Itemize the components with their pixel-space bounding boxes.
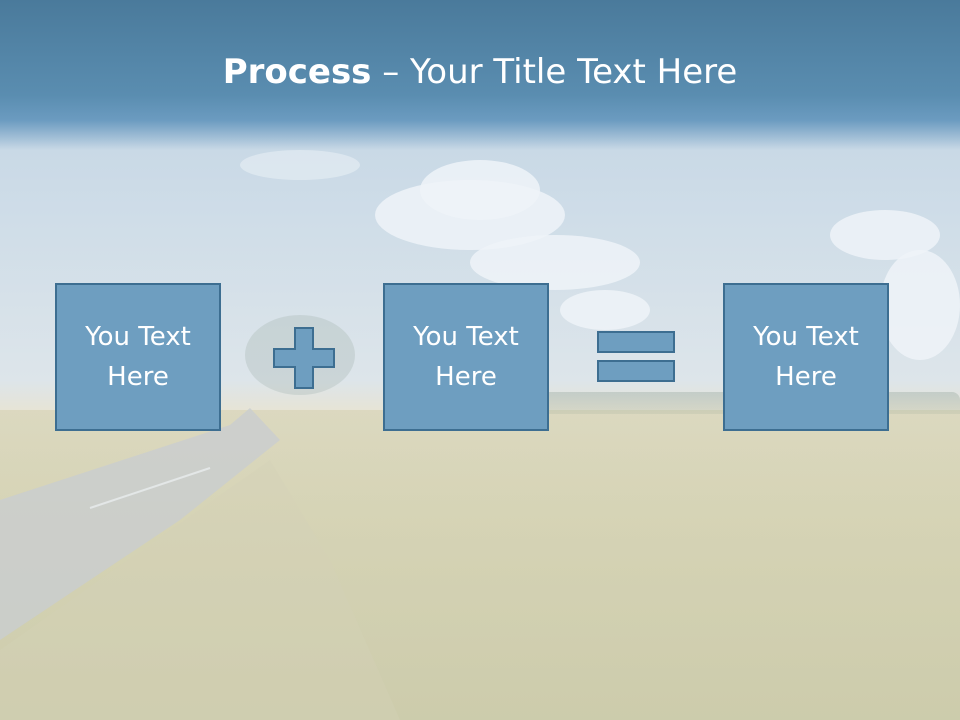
box-3-line2: Here bbox=[775, 362, 837, 392]
box-1-line1: You Text bbox=[85, 322, 191, 352]
box-3-line1: You Text bbox=[753, 322, 859, 352]
box-2-line2: Here bbox=[435, 362, 497, 392]
title-band bbox=[0, 0, 960, 150]
process-box-3[interactable]: You Text Here bbox=[723, 283, 889, 431]
equals-icon[interactable] bbox=[596, 331, 676, 383]
plus-icon[interactable] bbox=[272, 326, 336, 390]
title-rest: – Your Title Text Here bbox=[371, 52, 738, 92]
title-bold: Process bbox=[222, 52, 372, 92]
slide-title[interactable]: Process – Your Title Text Here bbox=[0, 52, 960, 92]
box-2-line1: You Text bbox=[413, 322, 519, 352]
process-box-1[interactable]: You Text Here bbox=[55, 283, 221, 431]
process-box-2[interactable]: You Text Here bbox=[383, 283, 549, 431]
box-1-line2: Here bbox=[107, 362, 169, 392]
